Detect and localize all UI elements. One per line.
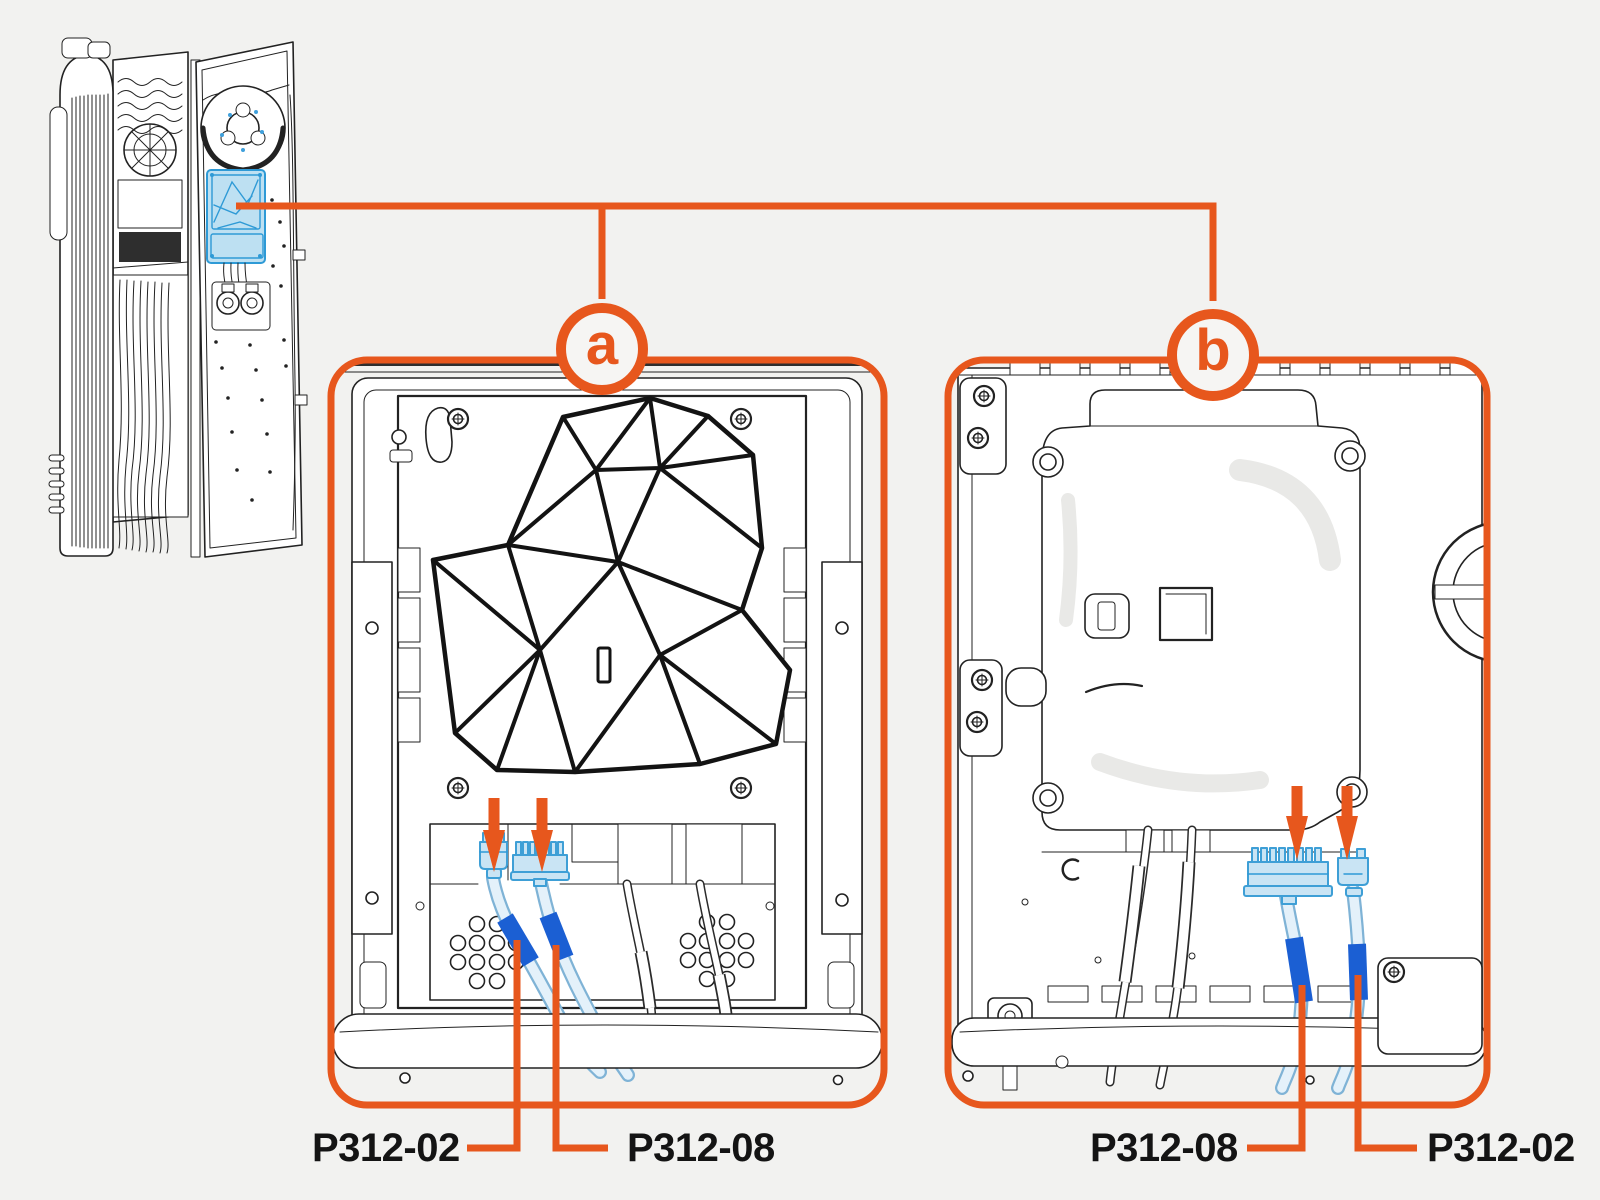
- leader-p312-02-b: [1354, 975, 1417, 1152]
- fan-scroll: [200, 85, 286, 173]
- pump-assembly: [211, 281, 271, 331]
- control-board-highlight: [206, 169, 266, 264]
- connector-p312-08-b: [1243, 847, 1333, 905]
- base-rail-a: [332, 1013, 883, 1086]
- callout-a-badge: a: [556, 303, 648, 395]
- leader-p312-08-b: [1247, 985, 1306, 1152]
- right-bracket: [821, 561, 863, 935]
- open-service-door: [190, 41, 308, 558]
- part-label-p312-08-b: P312-08: [1090, 1126, 1238, 1170]
- callout-b-badge: b: [1167, 309, 1259, 401]
- base-rail-b: [951, 1017, 1487, 1085]
- bottom-right-subpanel: [1377, 957, 1483, 1055]
- leader-p312-08-a: [552, 945, 608, 1152]
- triangulated-bracket: [430, 395, 793, 775]
- connector-arrows: [483, 786, 1358, 872]
- part-label-p312-02-b: P312-02: [1427, 1126, 1575, 1170]
- cable-cavity: [112, 274, 189, 554]
- callout-a-letter: a: [585, 312, 619, 377]
- tower-window: [49, 106, 68, 241]
- callout-connector-line: [236, 202, 1217, 301]
- front-tower: [48, 37, 114, 557]
- fan-cutout: [1431, 520, 1487, 664]
- down-arrow-icon: [483, 798, 505, 872]
- down-arrow-icon: [531, 798, 553, 872]
- down-arrow-icon: [1336, 786, 1358, 860]
- leader-p312-02-a: [467, 940, 521, 1152]
- appliance-overview-illustration: [48, 37, 308, 558]
- left-bracket: [351, 561, 393, 935]
- connector-p312-02-b: [1337, 848, 1369, 897]
- control-box-cover: [1041, 389, 1361, 831]
- condenser-coils: [117, 78, 183, 134]
- detail-view-a-art: [331, 360, 884, 1086]
- heat-exchanger-block: [119, 232, 181, 262]
- fan-grille: [123, 123, 177, 177]
- door-perforations: [214, 198, 288, 502]
- down-arrow-icon: [1286, 786, 1308, 860]
- label-leader-lines: [467, 940, 1417, 1152]
- detail-view-b-art: [951, 361, 1487, 1095]
- part-label-p312-08-a: P312-08: [627, 1126, 775, 1170]
- part-label-p312-02-a: P312-02: [312, 1126, 460, 1170]
- sleeve-p312-08-a: [539, 911, 574, 962]
- callout-b-letter: b: [1195, 318, 1231, 383]
